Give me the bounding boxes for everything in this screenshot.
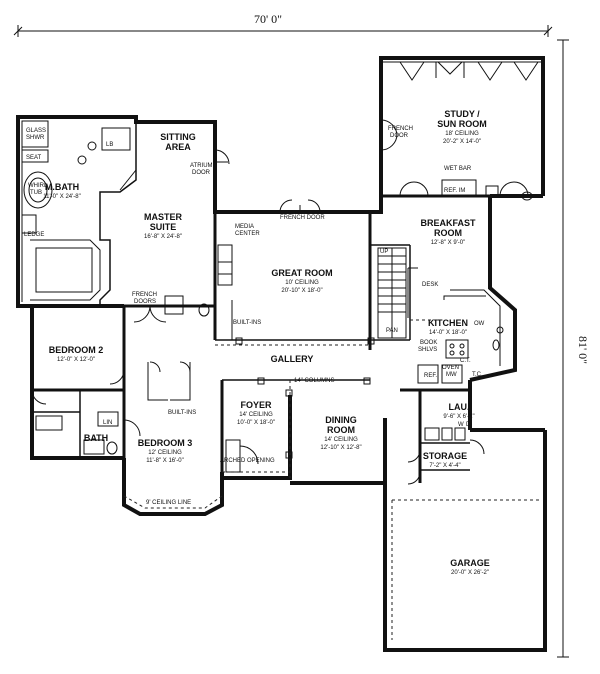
great-room-details	[215, 199, 375, 346]
book-shelves-label: BOOK	[420, 340, 437, 346]
depth-dimension-label: 81' 0"	[576, 336, 590, 364]
service-details	[391, 427, 540, 640]
atrium-door-label: ATRIUM	[190, 163, 213, 169]
breakfast-room-label: BREAKFAST	[420, 218, 476, 228]
french-doors-label-2: DOORS	[134, 299, 156, 305]
book-shelves-label-2: SHLVS	[418, 347, 437, 353]
dining-room-label-2: ROOM	[327, 425, 355, 435]
glass-shower-label-2: SHWR	[26, 135, 45, 141]
bath-label: BATH	[84, 433, 108, 443]
whirlpool-label-2: TUB	[30, 190, 42, 196]
master-suite-size: 16'-8" X 24'-8"	[144, 234, 182, 240]
breakfast-room-label-2: ROOM	[434, 228, 462, 238]
study-label-2: SUN ROOM	[437, 119, 487, 129]
annotation-labels: GLASS SHWR SEAT WHIRL TUB LEDGE LB ATRIU…	[24, 126, 485, 506]
pantry-label: PAN	[386, 328, 398, 334]
laundry-size: 9'-6" X 6'-1"	[443, 414, 474, 420]
kitchen-label: KITCHEN	[428, 318, 468, 328]
room-labels: STUDY / SUN ROOM 18' CEILING 20'-2" X 14…	[43, 109, 489, 576]
study-french-door-label-2: DOOR	[390, 133, 409, 139]
trash-compactor-label: T.C.	[472, 372, 483, 378]
bedroom-3-detail: 12' CEILING	[148, 450, 182, 456]
garage-label: GARAGE	[450, 558, 490, 568]
bedroom-2-label: BEDROOM 2	[49, 345, 104, 355]
french-door-label: FRENCH DOOR	[280, 215, 325, 221]
dining-room-detail: 14' CEILING	[324, 437, 358, 443]
bedroom-2-size: 12'-0" X 12'-0"	[57, 357, 95, 363]
ref-im-label: REF. IM	[444, 188, 465, 194]
french-doors-label: FRENCH	[132, 292, 157, 298]
bedroom-3-size: 11'-8" X 16'-0"	[146, 458, 183, 464]
wet-bar-label: WET BAR	[444, 166, 472, 172]
great-room-built-ins-label: BUILT-INS	[233, 320, 261, 326]
great-room-label: GREAT ROOM	[271, 268, 332, 278]
whirlpool-label: WHIRL	[28, 183, 48, 189]
ceiling-line-label: 9' CEILING LINE	[146, 500, 191, 506]
interior-walls	[32, 122, 490, 483]
storage-size: 7'-2" X 4'-4"	[429, 463, 460, 469]
kitchen-ref-label: REF.	[424, 373, 437, 379]
storage-label: STORAGE	[423, 451, 467, 461]
gallery-label: GALLERY	[271, 354, 314, 364]
arched-opening-label: ARCHED OPENING	[220, 458, 275, 464]
seat-label: SEAT	[26, 155, 42, 161]
great-room-detail: 10' CEILING	[285, 280, 319, 286]
master-bath-fixtures	[21, 120, 137, 301]
atrium-door-label-2: DOOR	[192, 170, 211, 176]
oven-label: OVEN	[442, 365, 459, 371]
width-dimension-label: 70' 0"	[254, 12, 282, 26]
lb-label: LB	[106, 142, 113, 148]
kitchen-size: 14'-0" X 18'-0"	[429, 330, 467, 336]
linen-label: LIN	[103, 420, 112, 426]
bedroom-wing-details	[31, 361, 223, 509]
ledge-label: LEDGE	[24, 232, 44, 238]
washer-label: W	[458, 422, 464, 428]
bedroom-3-label: BEDROOM 3	[138, 438, 193, 448]
dryer-label: D	[466, 422, 471, 428]
study-windows	[380, 61, 539, 201]
desk-label: DESK	[422, 282, 438, 288]
study-french-door-label: FRENCH	[388, 126, 413, 132]
media-center-label: MEDIA	[235, 224, 254, 230]
microwave-label: MW	[446, 372, 457, 378]
foyer-label: FOYER	[240, 400, 272, 410]
width-dimension: 70' 0"	[13, 12, 553, 37]
study-detail: 18' CEILING	[445, 131, 479, 137]
stair-up-label: UP	[380, 249, 388, 255]
master-suite-label-2: SUITE	[150, 222, 177, 232]
master-suite-label: MASTER	[144, 212, 183, 222]
foyer-size: 10'-0" X 18'-0"	[237, 420, 275, 426]
master-bath-size: 11'-0" X 24'-8"	[43, 194, 80, 200]
garage-size: 20'-0" X 26'-2"	[451, 570, 489, 576]
laundry-label: LAU.	[449, 402, 470, 412]
bedroom-built-ins-label: BUILT-INS	[168, 410, 196, 416]
master-suite-details	[133, 149, 230, 323]
sitting-area-label: SITTING	[160, 132, 196, 142]
study-label: STUDY /	[444, 109, 480, 119]
study-size: 20'-2" X 14'-0"	[443, 139, 481, 145]
stairs	[377, 247, 418, 339]
glass-shower-label: GLASS	[26, 128, 46, 134]
master-bath-label: M.BATH	[45, 182, 79, 192]
dining-room-size: 12'-10" X 12'-8"	[320, 445, 361, 451]
foyer-detail: 14' CEILING	[239, 412, 273, 418]
cooktop-label: C.T.	[460, 358, 471, 364]
dining-room-label: DINING	[325, 415, 357, 425]
media-center-label-2: CENTER	[235, 231, 260, 237]
depth-dimension: 81' 0"	[557, 39, 590, 658]
oven-wall-label: OW	[474, 321, 485, 327]
sitting-area-label-2: AREA	[165, 142, 191, 152]
kitchen-details	[410, 289, 504, 384]
columns-label: 14" COLUMNS	[294, 378, 334, 384]
great-room-size: 20'-10" X 18'-0"	[281, 288, 322, 294]
breakfast-room-size: 12'-8" X 9'-0"	[431, 240, 466, 246]
foyer-dining-details	[222, 377, 371, 473]
